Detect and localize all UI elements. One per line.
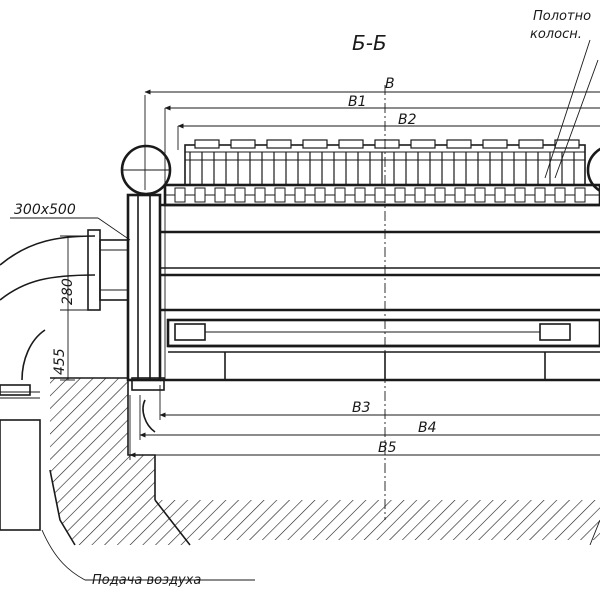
left-drum: [120, 144, 172, 196]
right-drum: [586, 147, 600, 193]
grate-bar-cap: [374, 139, 400, 149]
dimension-lines-bottom: [129, 385, 600, 460]
dim-height-280: 280: [60, 278, 76, 305]
note-air-supply: Подача воздуха: [92, 573, 201, 588]
grate-link: [394, 187, 406, 203]
grate-bar-cap: [230, 139, 256, 149]
dim-b4: В4: [418, 420, 437, 436]
dim-b: В: [385, 76, 395, 92]
grate-link: [234, 187, 246, 203]
grate-link: [474, 187, 486, 203]
grate-link: [274, 187, 286, 203]
dimension-lines-top: [144, 89, 600, 190]
conveyor-body: [160, 203, 600, 380]
grate-bar-cap: [410, 139, 436, 149]
grate-link: [294, 187, 306, 203]
note-grate-line1: Полотно: [533, 9, 591, 24]
grate-link: [354, 187, 366, 203]
grate-bar-cap: [518, 139, 544, 149]
grate-link: [254, 187, 266, 203]
grate-link: [174, 187, 186, 203]
grate-link: [454, 187, 466, 203]
grate-bar-cap: [338, 139, 364, 149]
grate-link: [554, 187, 566, 203]
grate-link: [414, 187, 426, 203]
dim-b2: В2: [398, 112, 417, 128]
grate-link: [374, 187, 386, 203]
dim-b5: В5: [378, 440, 397, 456]
leader-lines: [10, 39, 599, 581]
grate-bar-cap: [194, 139, 220, 149]
dim-duct-size: 300х500: [14, 202, 76, 218]
grate-link: [534, 187, 546, 203]
grate-link: [494, 187, 506, 203]
lower-grate-frame: [160, 318, 600, 382]
dim-b3: В3: [352, 400, 371, 416]
dimension-lines-vertical: [60, 235, 90, 381]
grate-ribs: [174, 139, 586, 203]
grate-bar-cap: [482, 139, 508, 149]
grate-bar-cap: [266, 139, 292, 149]
grate-link: [574, 187, 586, 203]
grate-link: [434, 187, 446, 203]
grate-link: [514, 187, 526, 203]
left-air-chamber: [126, 193, 165, 391]
grate-link: [334, 187, 346, 203]
dim-height-455: 455: [52, 348, 68, 375]
grate-link: [214, 187, 226, 203]
grate-bar-cap: [302, 139, 328, 149]
grate-bar-cap: [446, 139, 472, 149]
foundation: [49, 377, 600, 546]
grate-link: [194, 187, 206, 203]
note-grate-line2: колосн.: [530, 27, 582, 42]
dim-b1: В1: [348, 94, 367, 110]
grate-link: [314, 187, 326, 203]
section-title: Б-Б: [352, 31, 387, 55]
